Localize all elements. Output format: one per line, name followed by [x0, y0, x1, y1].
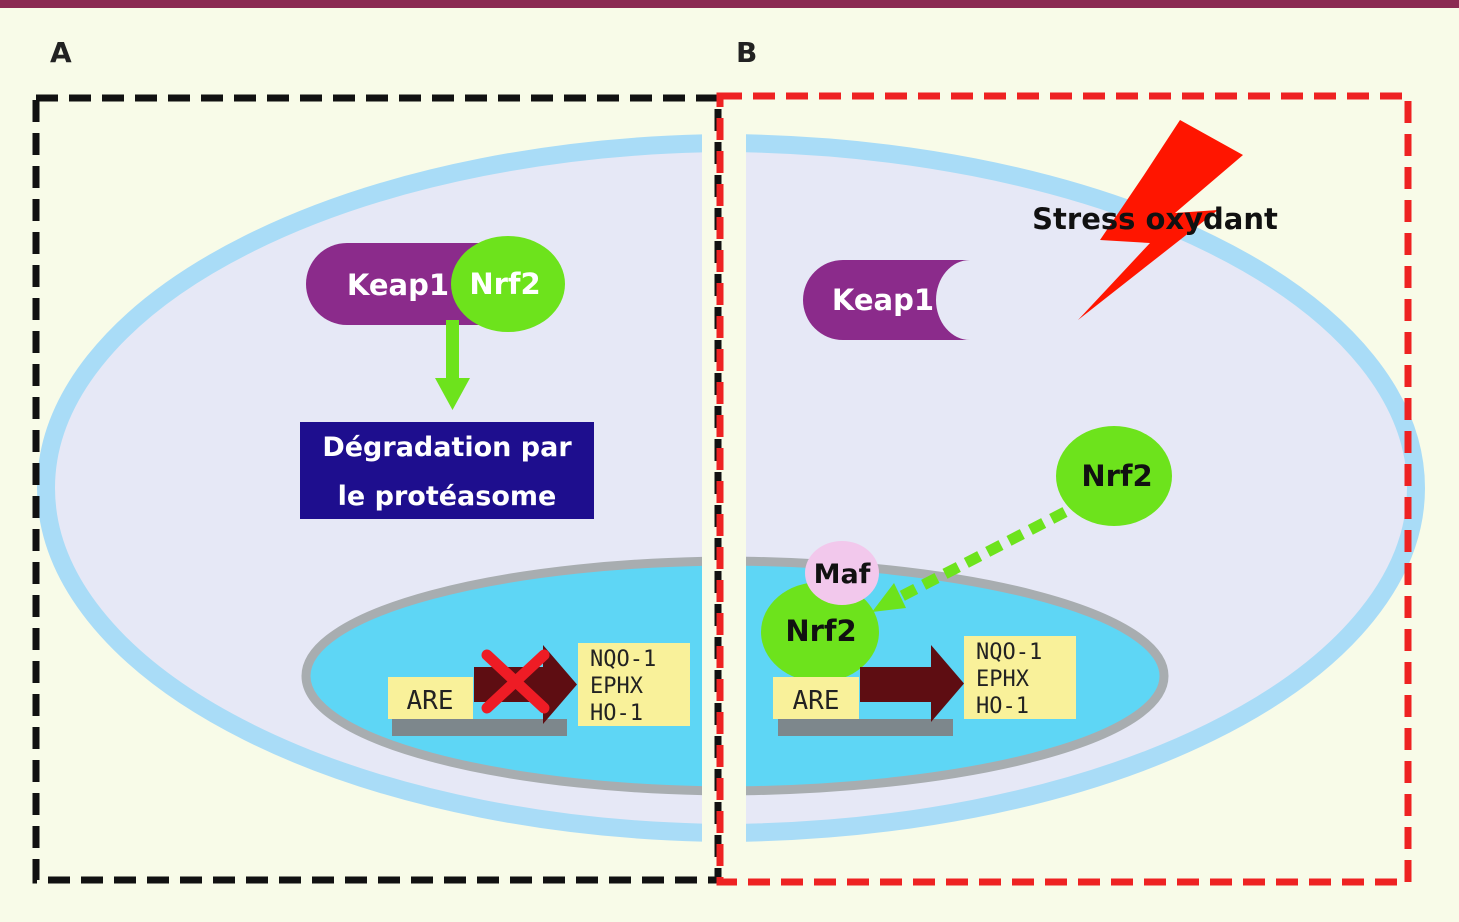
- header-rule: [0, 0, 1459, 8]
- stress-label: Stress oxydant: [1032, 202, 1278, 236]
- keap1-label-a: Keap1: [347, 268, 449, 302]
- gene-expression-active: ARE NQO-1 EPHX HO-1: [773, 636, 1076, 736]
- nrf2-label-a: Nrf2: [469, 267, 540, 301]
- genes-box-b: [964, 636, 1076, 719]
- nrf2-bubble-free: [1056, 426, 1172, 526]
- keap1-nrf2-complex: Keap1 Nrf2: [306, 236, 565, 332]
- panel-a-letter: A: [50, 36, 72, 69]
- translocation-arrow: [872, 507, 1068, 612]
- nrf2-label-nucleus: Nrf2: [785, 614, 856, 648]
- are-box-b: [773, 677, 859, 719]
- degradation-box: Dégradation par le protéasome: [300, 422, 594, 519]
- dna-strand-a: [392, 719, 567, 736]
- keap1-free: Keap1: [803, 260, 970, 340]
- gene-a-1: NQO-1: [590, 647, 656, 672]
- panel-b-letter: B: [736, 36, 757, 69]
- maf-bubble: [805, 541, 879, 605]
- nrf2-label-free: Nrf2: [1081, 459, 1152, 493]
- nrf2-bubble-a: [451, 236, 565, 332]
- gene-a-3: HO-1: [590, 701, 643, 726]
- panel-b: B Stress oxydant Keap1 Nrf2 Nrf2 Maf: [716, 36, 1425, 886]
- cross-mark: [481, 649, 550, 714]
- keap1-label-b: Keap1: [832, 283, 934, 317]
- are-label-a: ARE: [407, 686, 454, 716]
- panel-a: A Keap1 Nrf2 Dégradation par le protéaso…: [32, 36, 722, 884]
- gene-expression-blocked: ARE NQO-1 EPHX HO-1: [388, 643, 690, 736]
- dna-strand-b: [778, 719, 953, 736]
- nrf2-bubble-nucleus: [761, 582, 879, 682]
- degradation-line-2: le protéasome: [338, 481, 557, 512]
- lightning-icon: [1078, 120, 1243, 320]
- gene-b-2: EPHX: [976, 667, 1030, 692]
- transcription-arrow-b: [860, 645, 964, 722]
- keap1-shape-a: [306, 243, 505, 325]
- degradation-arrow: [435, 320, 470, 410]
- are-box-a: [388, 677, 473, 719]
- border-b: [716, 92, 1412, 886]
- keap1-shape-b: [803, 260, 970, 340]
- genes-box-a: [578, 643, 690, 726]
- gene-b-1: NQO-1: [976, 640, 1042, 665]
- gene-a-2: EPHX: [590, 674, 644, 699]
- are-label-b: ARE: [793, 686, 840, 716]
- degradation-line-1: Dégradation par: [322, 432, 572, 463]
- gene-b-3: HO-1: [976, 694, 1029, 719]
- maf-label: Maf: [814, 559, 871, 590]
